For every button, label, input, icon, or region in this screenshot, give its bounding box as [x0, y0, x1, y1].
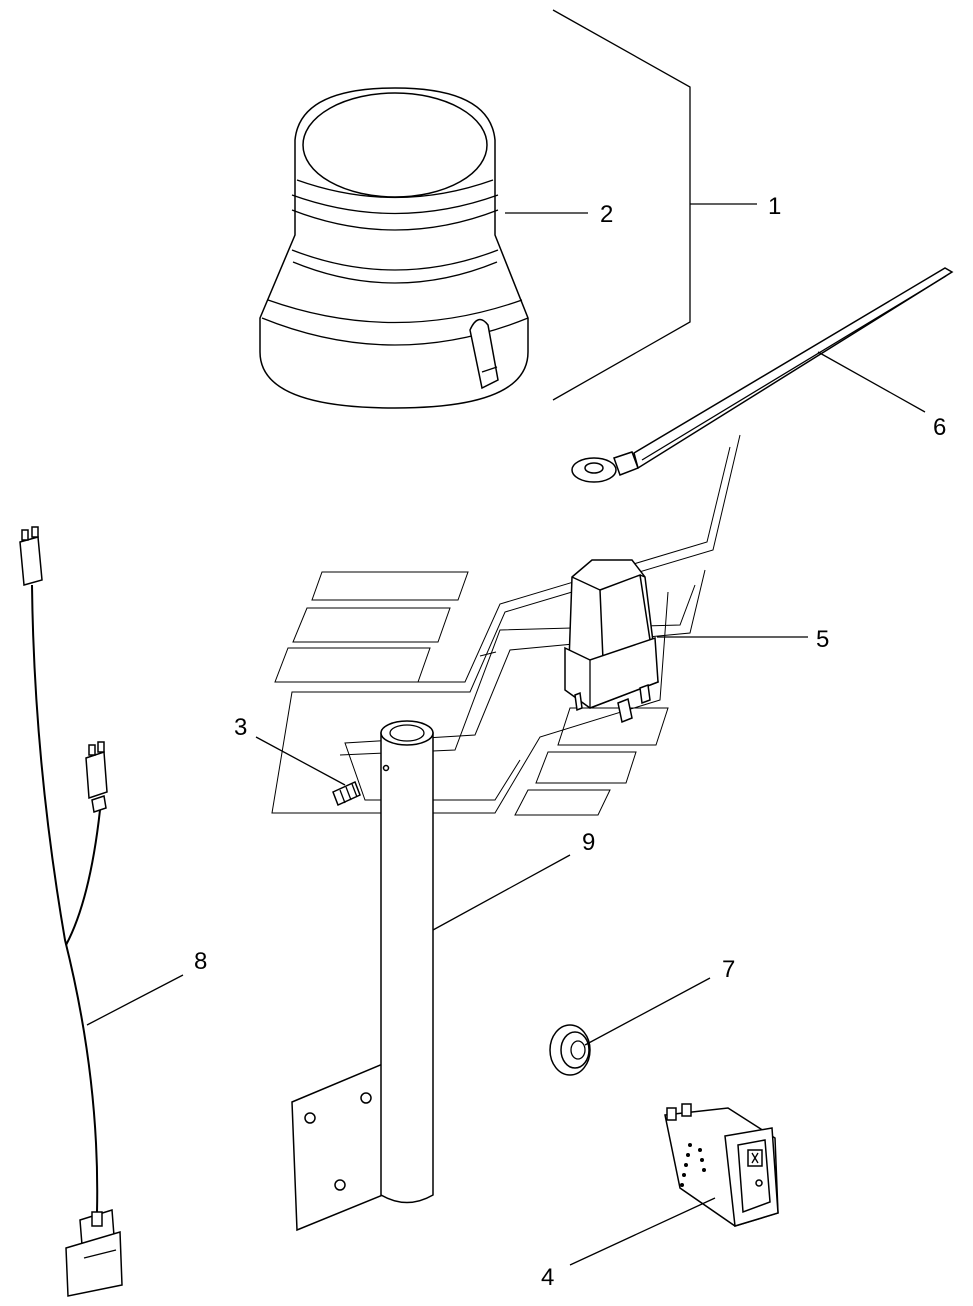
set-screw — [332, 780, 361, 807]
callout-2: 2 — [600, 201, 613, 228]
rocker-switch — [664, 1103, 779, 1227]
ghost-outlines — [271, 434, 741, 816]
grommet — [549, 1024, 591, 1076]
callout-5: 5 — [816, 626, 829, 653]
callout-7: 7 — [722, 956, 735, 983]
cable-tie — [571, 267, 954, 483]
mounting-pole — [291, 720, 434, 1232]
callout-3: 3 — [234, 714, 247, 741]
callout-4: 4 — [541, 1264, 554, 1291]
callout-8: 8 — [194, 948, 207, 975]
callout-1: 1 — [768, 193, 781, 220]
relay — [564, 559, 659, 724]
callout-6: 6 — [933, 414, 946, 441]
callout-9: 9 — [582, 829, 595, 856]
wiring-harness — [19, 526, 123, 1297]
beacon-lamp — [259, 87, 529, 409]
kit-bracket — [552, 9, 757, 401]
terminal-dots — [680, 1143, 706, 1187]
